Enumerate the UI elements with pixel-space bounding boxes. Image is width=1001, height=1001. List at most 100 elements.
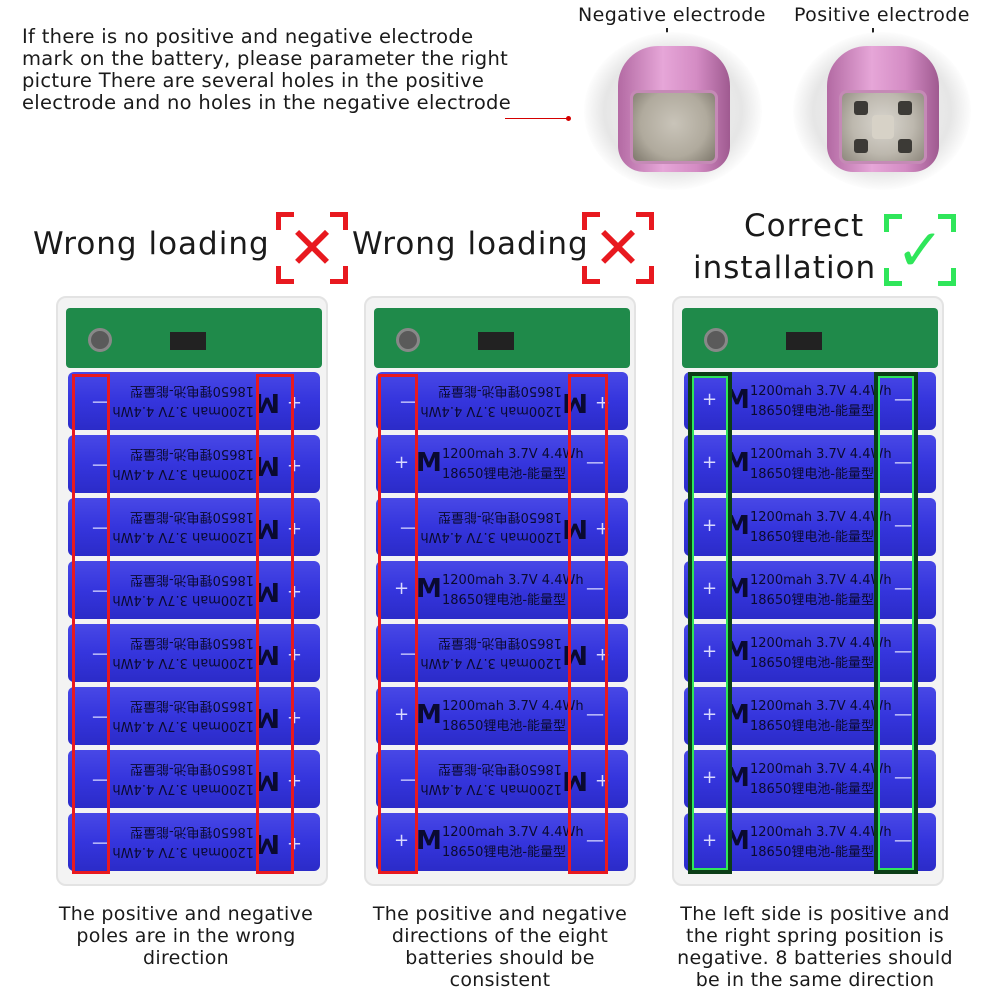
caption-line: The positive and negative xyxy=(372,903,628,925)
battery-spec-line-2: 18650锂电池-能量型 xyxy=(437,383,562,398)
pcb-board xyxy=(682,308,938,368)
caption-wrong-1: The positive and negative poles are in t… xyxy=(36,903,336,969)
battery-spec-line-2: 18650锂电池-能量型 xyxy=(750,467,875,482)
pcb-board xyxy=(66,308,322,368)
caption-line: the right spring position is xyxy=(686,925,944,947)
battery-spec-line-2: 18650锂电池-能量型 xyxy=(129,446,254,461)
plus-sign: + xyxy=(394,452,410,473)
minus-sign: — xyxy=(894,641,912,662)
plus-sign: + xyxy=(702,389,718,410)
battery-spec-line-1: 1200mah 3.7V 4.4Wh xyxy=(112,718,254,733)
battery-spec-line-1: 1200mah 3.7V 4.4Wh xyxy=(750,510,892,525)
battery-spec-line-1: 1200mah 3.7V 4.4Wh xyxy=(750,384,892,399)
battery-spec-line-2: 18650锂电池-能量型 xyxy=(442,467,567,482)
battery-spec-line-1: 1200mah 3.7V 4.4Wh xyxy=(750,762,892,777)
verdict-wrong-1: Wrong loading xyxy=(33,226,270,262)
battery-spec-line-2: 18650锂电池-能量型 xyxy=(437,509,562,524)
verdict-correct-line-2: installation xyxy=(693,250,877,286)
brand-logo: M xyxy=(416,574,442,604)
battery-spec-line-2: 18650锂电池-能量型 xyxy=(750,782,875,797)
battery-spec-line-2: 18650锂电池-能量型 xyxy=(129,635,254,650)
positive-electrode-photo xyxy=(793,32,971,190)
battery-spec-line-1: 1200mah 3.7V 4.4Wh xyxy=(750,636,892,651)
battery-spec-line-2: 18650锂电池-能量型 xyxy=(129,824,254,839)
positive-electrode-label: Positive electrode xyxy=(794,4,970,26)
chip-icon xyxy=(786,332,822,350)
brand-logo: M xyxy=(416,700,442,730)
intro-line-3: picture There are several holes in the p… xyxy=(22,69,485,92)
correct-mark: ✓ xyxy=(884,214,956,286)
wrong-mark-2: ✕ xyxy=(582,212,654,284)
battery-spec-line-1: 1200mah 3.7V 4.4Wh xyxy=(420,781,562,796)
minus-sign: — xyxy=(586,830,604,851)
plus-sign: + xyxy=(702,830,718,851)
battery-spec-line-2: 18650锂电池-能量型 xyxy=(750,719,875,734)
negative-cap xyxy=(630,90,718,164)
minus-end-highlight xyxy=(874,372,918,874)
positive-cap xyxy=(839,90,927,164)
minus-end-highlight xyxy=(72,374,110,874)
cross-icon: ✕ xyxy=(287,214,337,282)
battery-spec-line-1: 1200mah 3.7V 4.4Wh xyxy=(442,699,584,714)
plus-end-highlight xyxy=(688,372,732,874)
battery-spec-line-2: 18650锂电池-能量型 xyxy=(442,593,567,608)
pointer-dot xyxy=(566,116,571,121)
battery-spec-line-1: 1200mah 3.7V 4.4Wh xyxy=(420,529,562,544)
inductor-icon xyxy=(704,328,728,352)
caption-line: The positive and negative xyxy=(58,903,314,925)
intro-text: If there is no positive and negative ele… xyxy=(22,26,562,114)
minus-sign: — xyxy=(586,704,604,725)
battery-spec-line-2: 18650锂电池-能量型 xyxy=(129,572,254,587)
battery-spec-line-1: 1200mah 3.7V 4.4Wh xyxy=(420,403,562,418)
minus-sign: — xyxy=(894,515,912,536)
battery-spec-line-2: 18650锂电池-能量型 xyxy=(129,383,254,398)
battery-spec-line-2: 18650锂电池-能量型 xyxy=(750,656,875,671)
battery-spec-line-1: 1200mah 3.7V 4.4Wh xyxy=(112,844,254,859)
minus-sign: — xyxy=(586,578,604,599)
caption-wrong-2: The positive and negative directions of … xyxy=(340,903,660,991)
minus-sign: — xyxy=(894,389,912,410)
left-end-highlight xyxy=(378,374,418,874)
plus-sign: + xyxy=(394,578,410,599)
chip-icon xyxy=(170,332,206,350)
wrong-mark-1: ✕ xyxy=(276,212,348,284)
battery-spec-line-2: 18650锂电池-能量型 xyxy=(750,845,875,860)
plus-sign: + xyxy=(702,704,718,725)
negative-electrode-label: Negative electrode xyxy=(578,4,766,26)
plus-sign: + xyxy=(702,767,718,788)
brand-logo: M xyxy=(416,448,442,478)
battery-spec-line-2: 18650锂电池-能量型 xyxy=(442,719,567,734)
battery-spec-line-1: 1200mah 3.7V 4.4Wh xyxy=(420,655,562,670)
battery-spec-line-1: 1200mah 3.7V 4.4Wh xyxy=(750,699,892,714)
caption-line: direction xyxy=(143,947,229,969)
plus-sign: + xyxy=(394,830,410,851)
brand-logo: M xyxy=(416,826,442,856)
battery-spec-line-2: 18650锂电池-能量型 xyxy=(750,530,875,545)
inductor-icon xyxy=(88,328,112,352)
vent-hole xyxy=(854,101,868,115)
battery-spec-line-1: 1200mah 3.7V 4.4Wh xyxy=(112,529,254,544)
minus-sign: — xyxy=(894,704,912,725)
pcb-board xyxy=(374,308,630,368)
battery-spec-line-2: 18650锂电池-能量型 xyxy=(437,635,562,650)
